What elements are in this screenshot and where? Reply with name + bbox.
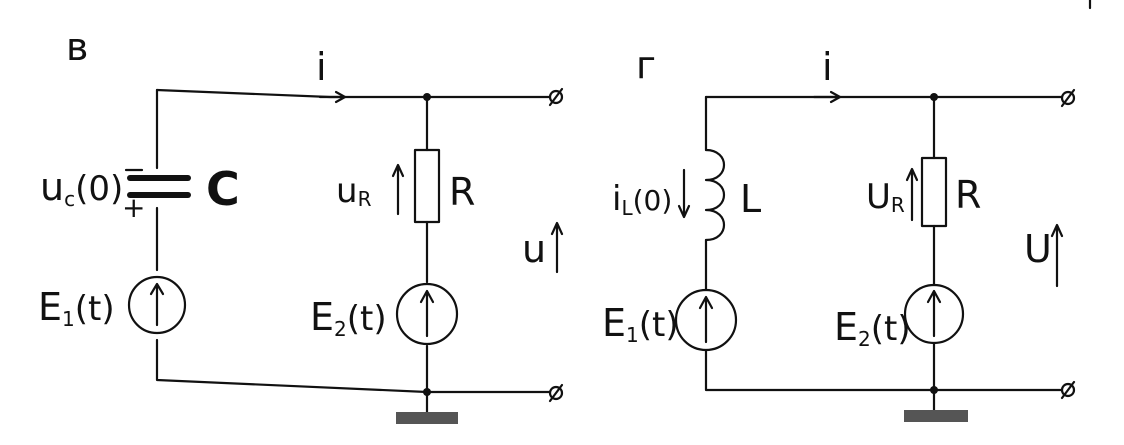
terminal-slash <box>548 87 564 107</box>
voltage-source-e2 <box>395 282 459 346</box>
current-arrow-icon <box>812 90 842 104</box>
capacitor-voltage-label: uc(0) <box>40 165 123 211</box>
source-e1-label: E1(t) <box>38 285 115 331</box>
resistor-name: R <box>955 173 981 217</box>
voltage-source-e1 <box>127 275 187 335</box>
voltage-source-e2 <box>903 283 965 345</box>
source-e2-label: E2(t) <box>834 305 911 351</box>
wire-bottom <box>155 338 554 394</box>
node-top <box>930 93 938 101</box>
inductor-current-arrow-icon <box>677 168 691 219</box>
terminal-slash <box>548 383 564 403</box>
source-circle <box>395 282 459 346</box>
node-bottom <box>930 386 938 394</box>
node-top <box>423 93 431 101</box>
source-arrow-icon <box>149 282 165 327</box>
resistor <box>413 148 441 224</box>
wire-bottom <box>704 348 1066 392</box>
capacitor-plus: + <box>122 191 145 224</box>
node-bottom <box>423 388 431 396</box>
output-voltage-label: u <box>522 227 546 271</box>
current-label: i <box>316 45 327 89</box>
source-circle <box>674 288 738 352</box>
terminal-slash <box>1060 380 1076 400</box>
output-voltage-label: U <box>1024 227 1052 271</box>
capacitor: + C <box>122 162 240 224</box>
voltage-source-e1 <box>674 288 738 352</box>
output-voltage-arrow-icon <box>1050 223 1064 288</box>
resistor-voltage-label: UR <box>866 177 905 217</box>
source-e1-label: E1(t) <box>602 301 679 347</box>
source-e2-label: E2(t) <box>310 295 387 341</box>
circuit-v: в i + C uc(0) E1(t) R uR <box>38 25 564 424</box>
circuit-g: г i L iL(0) E1(t) R UR <box>602 43 1076 422</box>
resistor-voltage-arrow-icon <box>391 163 405 216</box>
source-circle <box>903 283 965 345</box>
source-arrow-icon <box>419 289 435 338</box>
capacitor-name: C <box>206 162 240 216</box>
source-arrow-icon <box>698 295 714 344</box>
resistor-voltage-arrow-icon <box>905 167 919 222</box>
inductor-name: L <box>740 177 761 221</box>
output-voltage-arrow-icon <box>550 221 564 274</box>
circuit-g-label: г <box>636 43 656 87</box>
resistor-name: R <box>449 170 475 214</box>
resistor-voltage-label: uR <box>336 171 372 211</box>
wire-top <box>155 88 554 99</box>
source-arrow-icon <box>926 289 942 338</box>
current-arrow-icon <box>318 90 347 104</box>
inductor-current-label: iL(0) <box>612 179 672 220</box>
ground-icon <box>396 412 458 424</box>
terminal-slash <box>1060 88 1076 108</box>
ground-icon <box>904 410 968 422</box>
resistor <box>920 156 948 228</box>
circuit-v-label: в <box>66 25 88 69</box>
current-label: i <box>822 45 833 89</box>
source-circle <box>127 275 187 335</box>
inductor <box>704 148 725 242</box>
